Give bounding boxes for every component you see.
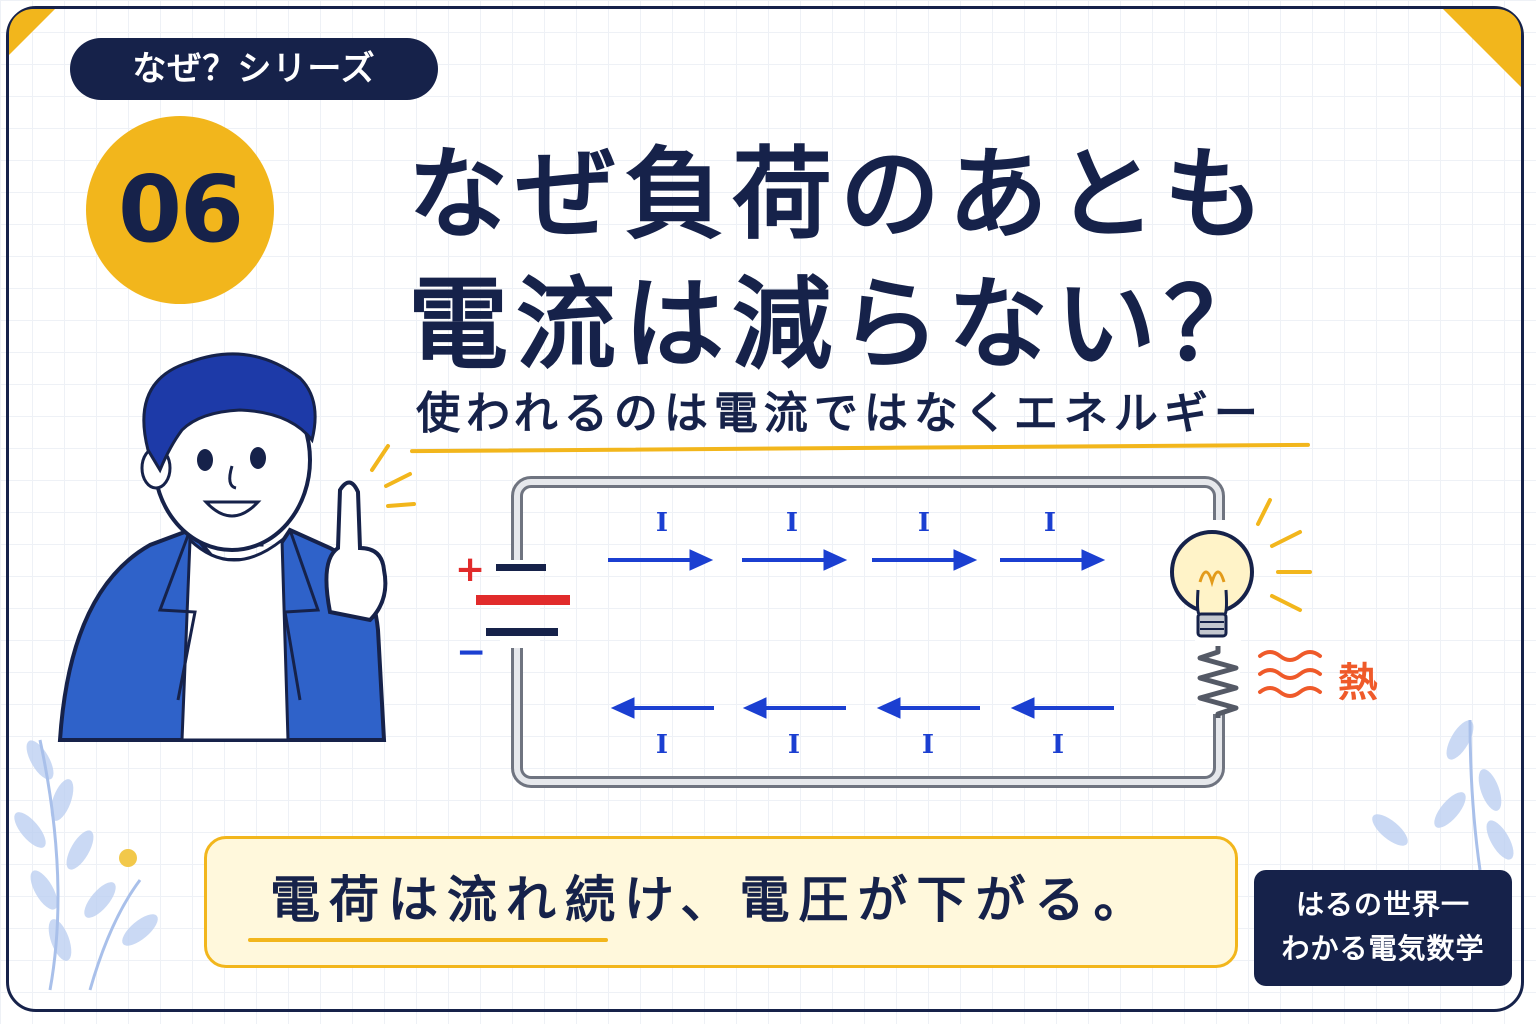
brand-badge: はるの世界一 わかる電気数学 — [1254, 870, 1512, 986]
bulb-glow-lines — [1256, 498, 1312, 612]
brand-line2: わかる電気数学 — [1281, 932, 1485, 965]
corner-accent-top-left — [9, 9, 55, 55]
battery-plus-sign: + — [455, 549, 486, 590]
current-label-top-1: I — [655, 508, 669, 538]
current-arrows-bottom — [610, 697, 1114, 719]
card-frame — [6, 6, 1524, 1012]
current-arrows-top — [608, 549, 1106, 571]
heat-wave-icon — [1258, 650, 1322, 698]
corner-accent-top-right — [1443, 9, 1521, 87]
page-title-line1: なぜ負荷のあとも — [408, 136, 1272, 253]
current-label-top-2: I — [785, 508, 799, 538]
current-label-bottom-1: I — [655, 730, 669, 760]
episode-number-badge: 06 — [86, 116, 274, 304]
light-bulb-icon — [1170, 520, 1254, 650]
resistor-icon — [1196, 646, 1240, 718]
heat-label: 熱 — [1338, 660, 1378, 706]
conclusion-text: 電荷は流れ続け、電圧が下がる。 — [270, 871, 1153, 929]
brand-line1: はるの世界一 — [1295, 888, 1470, 921]
battery-icon — [476, 564, 570, 636]
conclusion-underline — [248, 938, 608, 942]
battery-minus-sign: − — [456, 632, 487, 673]
current-label-bottom-4: I — [1051, 730, 1065, 760]
current-label-top-4: I — [1043, 508, 1057, 538]
subtitle: 使われるのは電流ではなくエネルギー — [416, 388, 1264, 439]
series-tag: なぜ？シリーズ — [70, 38, 438, 100]
current-label-top-3: I — [917, 508, 931, 538]
conclusion-box — [204, 836, 1238, 968]
page-title-line2: 電流は減らない？ — [408, 266, 1272, 383]
current-label-bottom-3: I — [921, 730, 935, 760]
current-label-bottom-2: I — [787, 730, 801, 760]
